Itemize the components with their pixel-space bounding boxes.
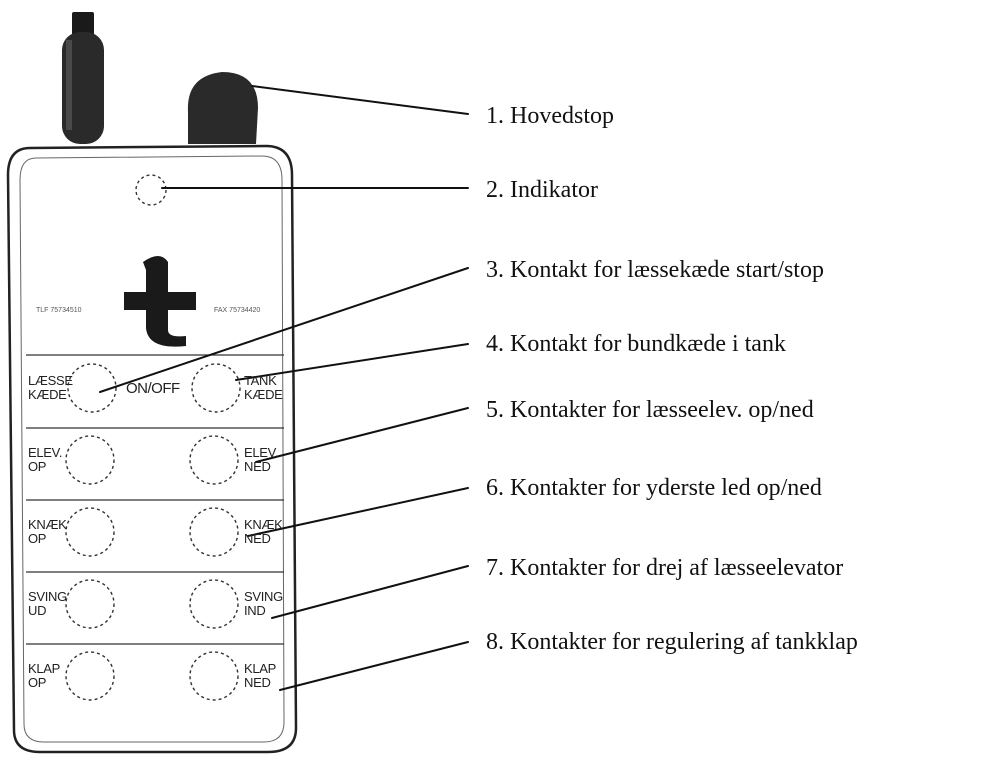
switch-elev-op	[65, 435, 115, 485]
phone-number-text: TLF 75734510	[36, 307, 82, 314]
callout-6-yderste-led: 6. Kontakter for yderste led op/ned	[486, 475, 822, 501]
leader-6	[247, 487, 469, 537]
leader-lines	[99, 85, 469, 691]
antenna	[62, 12, 104, 144]
callout-1-hovedstop: 1. Hovedstop	[486, 103, 614, 129]
switch-laessekaede	[67, 363, 117, 413]
fax-number-text: FAX 75734420	[214, 307, 261, 314]
on-off-label: ON/OFF	[126, 380, 180, 397]
switch-sving-ud	[65, 579, 115, 629]
label-elev-op: ELEV.OP	[28, 445, 63, 474]
leader-7	[271, 565, 469, 619]
switch-knaek-ned	[189, 507, 239, 557]
remote-body-outline	[6, 144, 298, 754]
switch-sving-ind	[189, 579, 239, 629]
leader-3	[99, 267, 469, 393]
callout-5-laesseelev: 5. Kontakter for læsseelev. op/ned	[486, 397, 814, 423]
switch-klap-op	[65, 651, 115, 701]
indicator-light	[135, 174, 167, 206]
callout-7-drej: 7. Kontakter for drej af læsseelevator	[486, 555, 844, 581]
callout-2-indikator: 2. Indikator	[486, 177, 598, 203]
remote-inner-outline	[19, 155, 285, 743]
callout-3-laessekaede: 3. Kontakt for læssekæde start/stop	[486, 257, 824, 283]
switch-klap-ned	[189, 651, 239, 701]
switch-knaek-op	[65, 507, 115, 557]
leader-5	[255, 407, 469, 463]
main-stop-knob	[187, 72, 258, 144]
leader-8	[279, 641, 469, 691]
panel-dividers	[26, 354, 284, 645]
leader-4	[235, 343, 469, 381]
brand-logo	[124, 256, 196, 347]
callout-4-bundkaede: 4. Kontakt for bundkæde i tank	[486, 331, 786, 357]
switch-tankkaede	[191, 363, 241, 413]
callout-8-tankklap: 8. Kontakter for regulering af tankklap	[486, 629, 858, 655]
switch-elev-ned	[189, 435, 239, 485]
switch-circles	[65, 363, 241, 701]
label-elev-ned: ELEV.NED	[244, 445, 279, 474]
leader-1	[251, 85, 469, 115]
